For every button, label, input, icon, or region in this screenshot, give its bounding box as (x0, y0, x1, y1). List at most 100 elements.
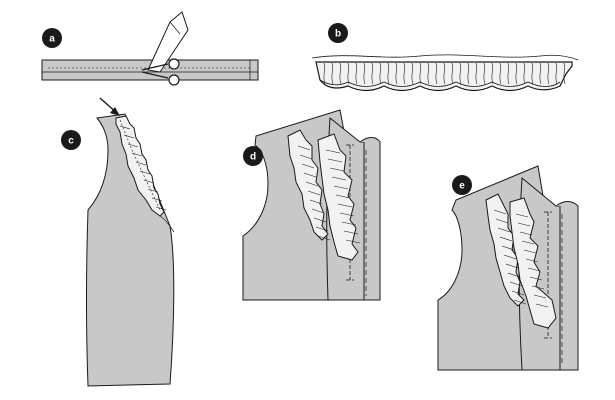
gather-fold (547, 62, 550, 85)
gather-fold (343, 230, 359, 235)
gather-fold (419, 62, 422, 85)
gather-fold (335, 194, 351, 199)
gather-fold (529, 276, 543, 281)
gather-fold (327, 158, 343, 163)
gather-fold (523, 249, 537, 254)
panel-e: e (437, 165, 579, 371)
ruffle-e-right (509, 197, 557, 329)
gather-fold (315, 226, 329, 232)
facing-edge-e (555, 201, 579, 371)
panel-c: c (61, 97, 175, 387)
gather-fold (325, 149, 341, 154)
gather-fold (307, 190, 321, 196)
gather-fold (509, 281, 523, 287)
gather-fold (499, 236, 513, 242)
gather-fold (467, 62, 470, 85)
gather-fold (135, 161, 147, 166)
gather-fold (411, 62, 414, 85)
gather-fold (527, 267, 541, 272)
gather-fold (499, 62, 502, 85)
gather-fold (379, 62, 382, 85)
gather-fold (435, 62, 438, 85)
gather-fold (301, 163, 315, 169)
gather-fold (331, 176, 347, 181)
gather-fold (515, 62, 518, 85)
gather-fold (515, 213, 529, 218)
gather-fold (123, 134, 135, 139)
gather-fold (387, 62, 390, 85)
arrow-icon (99, 97, 120, 116)
gather-fold (505, 263, 519, 269)
badge-b: b (328, 23, 348, 43)
gather-fold (459, 62, 462, 85)
gather-fold (493, 209, 507, 215)
fabric-lifted-fold (169, 21, 181, 35)
label-c: c (68, 136, 74, 147)
scissors-icon (141, 58, 180, 86)
ruffle-gather-folds (323, 62, 566, 85)
gather-fold (331, 62, 334, 85)
gather-fold (513, 299, 527, 305)
gather-fold (127, 143, 139, 148)
gather-fold (143, 179, 155, 184)
label-b: b (335, 29, 341, 40)
badge-a: a (42, 28, 62, 48)
ruffle-d-left (287, 129, 329, 241)
panel-d: d (242, 109, 381, 301)
gather-fold (483, 62, 486, 85)
gather-fold (305, 181, 319, 187)
gather-fold (491, 62, 494, 85)
ruffle-c-stitch (119, 119, 161, 211)
gather-fold (525, 258, 539, 263)
gather-thread (311, 54, 579, 61)
gather-fold (511, 290, 525, 296)
gather-fold (497, 227, 511, 233)
ruffle-c-folds (119, 125, 167, 211)
badge-c: c (61, 130, 81, 150)
label-d: d (250, 152, 256, 163)
ruffle-d-folds (297, 145, 361, 244)
gather-fold (147, 188, 159, 193)
ruffle-c (115, 115, 165, 217)
label-e: e (459, 181, 465, 192)
badge-d: d (243, 146, 263, 166)
gather-fold (329, 167, 345, 172)
gather-fold (535, 303, 549, 308)
gather-fold (539, 62, 542, 85)
gather-fold (155, 206, 167, 211)
gather-fold (507, 62, 510, 85)
gather-fold (533, 294, 547, 299)
gather-fold (347, 62, 350, 85)
gather-fold (475, 62, 478, 85)
gather-fold (507, 272, 521, 278)
gather-fold (339, 62, 342, 85)
gather-fold (427, 62, 430, 85)
gather-fold (297, 145, 311, 151)
gather-fold (517, 222, 531, 227)
ruffle-e-folds (493, 209, 549, 308)
badge-e: e (452, 175, 472, 195)
gather-fold (339, 212, 355, 217)
gather-fold (521, 240, 535, 245)
gather-fold (495, 218, 509, 224)
gather-fold (323, 62, 326, 85)
gather-fold (317, 235, 331, 241)
gather-fold (337, 203, 353, 208)
gather-fold (151, 197, 163, 202)
gather-fold (531, 62, 534, 85)
thread-end-c (159, 215, 175, 233)
gather-fold (531, 285, 545, 290)
gather-fold (131, 152, 143, 157)
gather-fold (345, 239, 361, 244)
ruffle-e-left (485, 193, 525, 307)
gather-fold (119, 125, 131, 130)
panel-a: a (41, 11, 259, 86)
gather-fold (299, 154, 313, 160)
gather-fold (371, 62, 374, 85)
gather-fold (303, 172, 317, 178)
gather-fold (501, 245, 515, 251)
gather-fold (333, 185, 349, 190)
gather-fold (563, 62, 566, 85)
facing-edge-d (359, 137, 381, 301)
